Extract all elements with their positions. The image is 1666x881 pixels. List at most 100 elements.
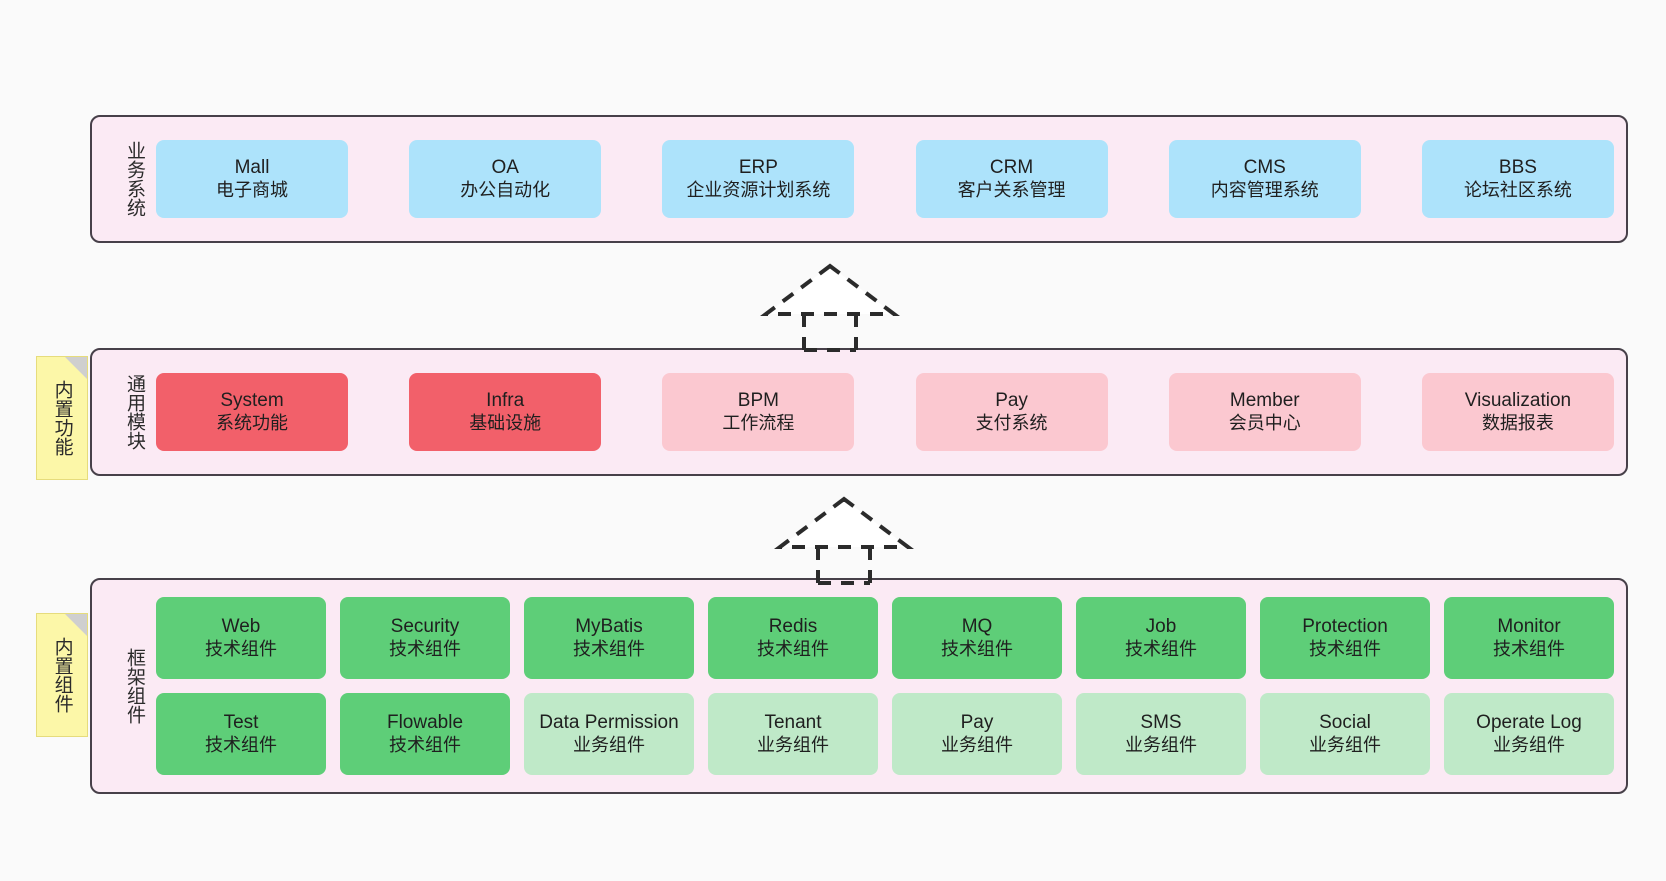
card-oa[interactable]: OA 办公自动化 bbox=[409, 140, 602, 218]
card-protection[interactable]: Protection 技术组件 bbox=[1260, 597, 1430, 679]
card-operate-log-subtitle: 业务组件 bbox=[1493, 734, 1565, 755]
generalization-arrow-icon bbox=[774, 496, 914, 585]
note-builtin-features-text: 内置功能 bbox=[51, 380, 73, 456]
card-web-subtitle: 技术组件 bbox=[205, 638, 277, 659]
connector-implement bbox=[766, 495, 922, 585]
card-member-title: Member bbox=[1229, 390, 1300, 412]
card-tenant-subtitle: 业务组件 bbox=[757, 734, 829, 755]
card-redis[interactable]: Redis 技术组件 bbox=[708, 597, 878, 679]
card-tenant-title: Tenant bbox=[764, 712, 822, 734]
card-cms-title: CMS bbox=[1243, 157, 1286, 179]
layer-business-system-caption: 业务系统 bbox=[124, 141, 145, 217]
card-crm[interactable]: CRM 客户关系管理 bbox=[915, 140, 1108, 218]
card-tenant[interactable]: Tenant 业务组件 bbox=[708, 693, 878, 775]
card-oa-subtitle: 办公自动化 bbox=[460, 179, 551, 200]
card-bbs[interactable]: BBS 论坛社区系统 bbox=[1421, 140, 1614, 218]
card-system-subtitle: 系统功能 bbox=[216, 412, 288, 433]
card-data-permission[interactable]: Data Permission 业务组件 bbox=[524, 693, 694, 775]
note-builtin-features[interactable]: 内置功能 bbox=[36, 356, 88, 480]
card-sms[interactable]: SMS 业务组件 bbox=[1076, 693, 1246, 775]
card-system-title: System bbox=[220, 390, 284, 412]
card-operate-log[interactable]: Operate Log 业务组件 bbox=[1444, 693, 1614, 775]
card-erp-title: ERP bbox=[738, 157, 778, 179]
card-operate-log-title: Operate Log bbox=[1476, 712, 1582, 734]
card-mall[interactable]: Mall 电子商城 bbox=[156, 140, 348, 218]
card-pay-module-title: Pay bbox=[995, 390, 1028, 412]
card-bbs-subtitle: 论坛社区系统 bbox=[1463, 179, 1572, 200]
card-monitor[interactable]: Monitor 技术组件 bbox=[1444, 597, 1614, 679]
card-web[interactable]: Web 技术组件 bbox=[156, 597, 326, 679]
generalization-arrow-icon bbox=[760, 263, 900, 352]
card-cms[interactable]: CMS 内容管理系统 bbox=[1168, 140, 1361, 218]
common-card-list: System 系统功能 Infra 基础设施 BPM 工作流程 Pay 支付系统… bbox=[144, 350, 1626, 474]
card-member-subtitle: 会员中心 bbox=[1228, 412, 1301, 433]
card-mybatis-title: MyBatis bbox=[575, 616, 643, 638]
card-redis-subtitle: 技术组件 bbox=[757, 638, 829, 659]
card-sms-subtitle: 业务组件 bbox=[1125, 734, 1197, 755]
card-social-subtitle: 业务组件 bbox=[1309, 734, 1381, 755]
card-pay-module-subtitle: 支付系统 bbox=[975, 412, 1048, 433]
card-mall-subtitle: 电子商城 bbox=[216, 179, 288, 200]
card-mybatis[interactable]: MyBatis 技术组件 bbox=[524, 597, 694, 679]
framework-card-row-tech: Web 技术组件 Security 技术组件 MyBatis 技术组件 Redi… bbox=[156, 597, 1614, 679]
layer-common-module[interactable]: 通用模块 System 系统功能 Infra 基础设施 BPM 工作流程 Pay… bbox=[90, 348, 1628, 476]
card-infra-title: Infra bbox=[486, 390, 525, 412]
card-bpm-title: BPM bbox=[737, 390, 779, 412]
card-monitor-title: Monitor bbox=[1497, 616, 1561, 638]
card-cms-subtitle: 内容管理系统 bbox=[1210, 179, 1319, 200]
note-builtin-components-text: 内置组件 bbox=[51, 637, 73, 713]
business-card-list: Mall 电子商城 OA 办公自动化 ERP 企业资源计划系统 CRM 客户关系… bbox=[144, 117, 1626, 241]
card-mq-subtitle: 技术组件 bbox=[941, 638, 1013, 659]
card-pay-component[interactable]: Pay 业务组件 bbox=[892, 693, 1062, 775]
card-infra-subtitle: 基础设施 bbox=[469, 412, 542, 433]
card-job-subtitle: 技术组件 bbox=[1125, 638, 1197, 659]
card-pay-component-title: Pay bbox=[960, 712, 994, 734]
card-mall-title: Mall bbox=[234, 157, 270, 179]
card-mq-title: MQ bbox=[961, 616, 993, 638]
card-pay-module[interactable]: Pay 支付系统 bbox=[915, 373, 1108, 451]
card-erp[interactable]: ERP 企业资源计划系统 bbox=[662, 140, 855, 218]
framework-card-grid: Web 技术组件 Security 技术组件 MyBatis 技术组件 Redi… bbox=[144, 580, 1626, 792]
card-bbs-title: BBS bbox=[1498, 157, 1537, 179]
card-security-subtitle: 技术组件 bbox=[389, 638, 461, 659]
card-visualization-subtitle: 数据报表 bbox=[1481, 412, 1554, 433]
layer-common-module-caption: 通用模块 bbox=[124, 374, 145, 450]
card-mq[interactable]: MQ 技术组件 bbox=[892, 597, 1062, 679]
card-bpm-subtitle: 工作流程 bbox=[722, 412, 795, 433]
card-social[interactable]: Social 业务组件 bbox=[1260, 693, 1430, 775]
card-system[interactable]: System 系统功能 bbox=[156, 373, 348, 451]
layer-framework-component[interactable]: 框架组件 Web 技术组件 Security 技术组件 MyBatis 技术组件… bbox=[90, 578, 1628, 794]
card-test-subtitle: 技术组件 bbox=[205, 734, 277, 755]
card-test-title: Test bbox=[223, 712, 259, 734]
card-sms-title: SMS bbox=[1140, 712, 1182, 734]
card-monitor-subtitle: 技术组件 bbox=[1493, 638, 1565, 659]
card-security[interactable]: Security 技术组件 bbox=[340, 597, 510, 679]
card-job[interactable]: Job 技术组件 bbox=[1076, 597, 1246, 679]
note-builtin-components[interactable]: 内置组件 bbox=[36, 613, 88, 737]
card-mybatis-subtitle: 技术组件 bbox=[573, 638, 645, 659]
card-crm-title: CRM bbox=[989, 157, 1034, 179]
card-infra[interactable]: Infra 基础设施 bbox=[409, 373, 602, 451]
connector-build bbox=[752, 262, 908, 352]
card-flowable-title: Flowable bbox=[386, 712, 464, 734]
card-security-title: Security bbox=[390, 616, 460, 638]
card-flowable[interactable]: Flowable 技术组件 bbox=[340, 693, 510, 775]
card-protection-subtitle: 技术组件 bbox=[1309, 638, 1381, 659]
card-social-title: Social bbox=[1319, 712, 1371, 734]
card-member[interactable]: Member 会员中心 bbox=[1168, 373, 1361, 451]
card-crm-subtitle: 客户关系管理 bbox=[957, 179, 1066, 200]
card-oa-title: OA bbox=[491, 157, 519, 179]
page-fold-icon bbox=[65, 357, 87, 379]
card-test[interactable]: Test 技术组件 bbox=[156, 693, 326, 775]
card-visualization[interactable]: Visualization 数据报表 bbox=[1421, 373, 1614, 451]
card-visualization-title: Visualization bbox=[1464, 390, 1572, 412]
card-flowable-subtitle: 技术组件 bbox=[389, 734, 461, 755]
layer-framework-component-caption: 框架组件 bbox=[124, 648, 145, 724]
card-web-title: Web bbox=[221, 616, 261, 638]
layer-business-system[interactable]: 业务系统 Mall 电子商城 OA 办公自动化 ERP 企业资源计划系统 CRM… bbox=[90, 115, 1628, 243]
card-erp-subtitle: 企业资源计划系统 bbox=[686, 179, 831, 200]
framework-card-row-business: Test 技术组件 Flowable 技术组件 Data Permission … bbox=[156, 693, 1614, 775]
card-redis-title: Redis bbox=[768, 616, 818, 638]
card-bpm[interactable]: BPM 工作流程 bbox=[662, 373, 855, 451]
